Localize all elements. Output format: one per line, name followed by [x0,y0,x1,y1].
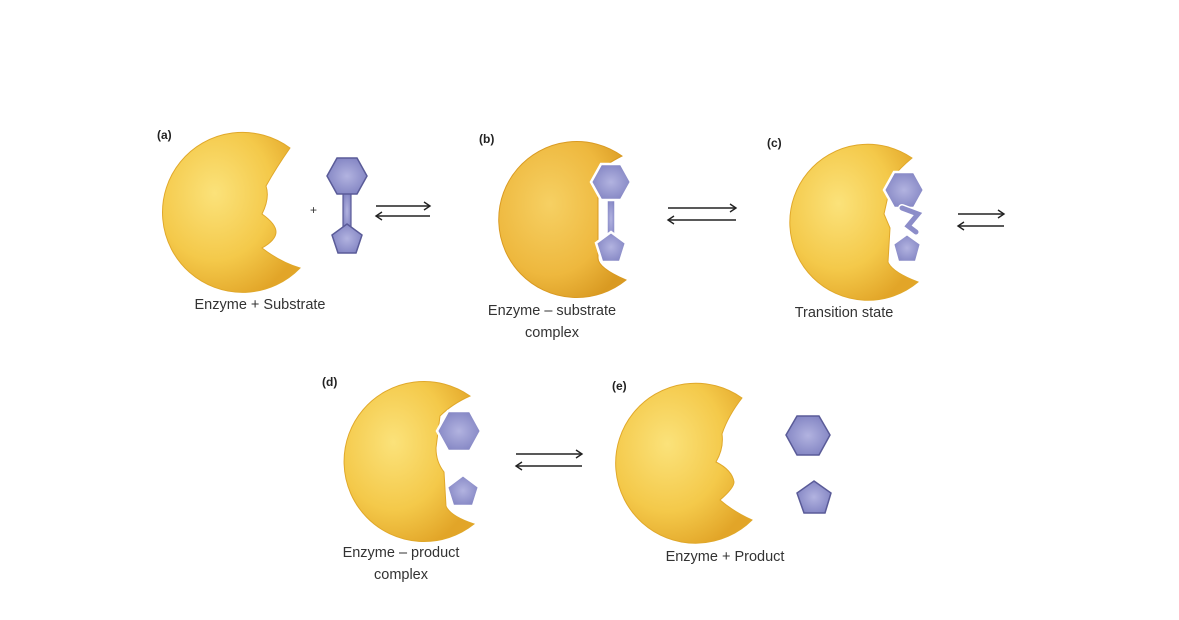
arrows-b-c [666,203,738,225]
panel-a-enzyme [162,131,301,293]
caption-b-line2: complex [525,325,579,341]
panel-e-product [785,415,832,514]
panel-d-product [435,409,483,508]
plus-sign: + [310,203,318,217]
caption-a: Enzyme + Substrate [194,297,326,313]
caption-b: Enzyme – substrate complex [432,300,672,344]
panel-c-substrate [882,170,926,264]
caption-b-line1: Enzyme – substrate [487,303,617,319]
panel-label-b: (b) [479,132,495,146]
panel-label-a: (a) [157,128,172,142]
arrows-a-b [374,201,432,221]
caption-d: Enzyme – product complex [281,542,521,586]
caption-d-line1: Enzyme – product [342,545,460,561]
panel-b-substrate [589,162,633,264]
arrows-d-e [514,449,584,471]
arrows-c-d [956,209,1006,231]
panel-a-substrate [326,157,368,254]
panel-d-enzyme [343,381,476,542]
panel-e-enzyme [615,382,753,544]
caption-e: Enzyme + Product [665,549,785,565]
caption-d-line2: complex [374,567,428,583]
panel-c-enzyme [789,143,919,301]
panel-label-d: (d) [322,375,338,389]
caption-c: Transition state [794,305,894,321]
panel-label-e: (e) [612,379,627,393]
panel-label-c: (c) [767,136,782,150]
